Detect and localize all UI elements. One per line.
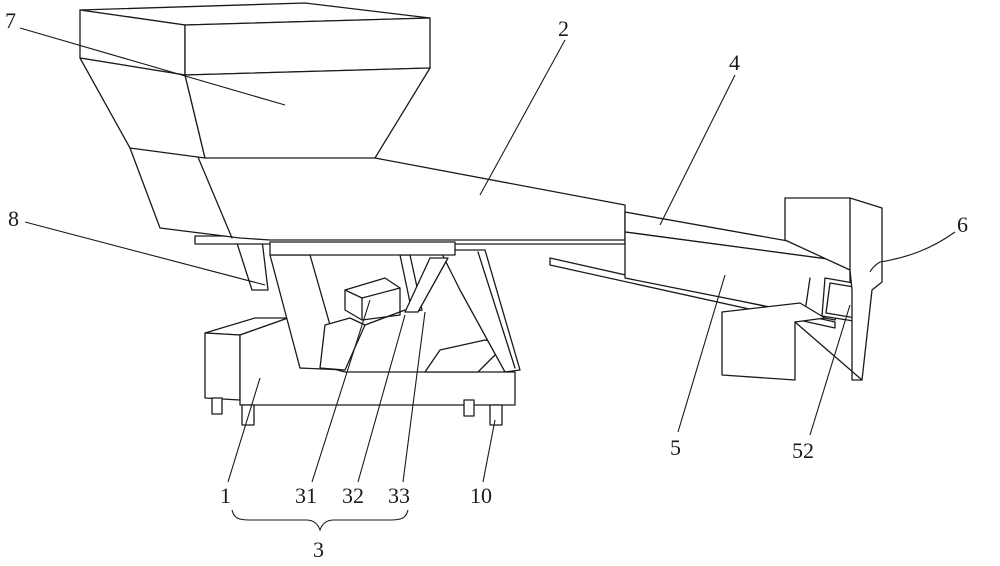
spring-link (404, 257, 449, 313)
label-52: 52 (792, 438, 814, 463)
motor-edge-2 (361, 287, 401, 299)
base-left-block-front (204, 332, 241, 401)
collector-lower-edge (794, 321, 863, 381)
leader-4 (659, 74, 736, 226)
leader-10 (482, 419, 496, 483)
label-4: 4 (729, 50, 740, 75)
leader-5 (677, 274, 726, 433)
support-right-frame (439, 249, 521, 373)
leader-2 (479, 39, 566, 196)
leader-8 (24, 221, 266, 286)
label-5: 5 (670, 435, 681, 460)
hopper-front-right (184, 17, 431, 76)
leader-31 (311, 299, 371, 483)
eccentric-block (319, 317, 366, 371)
foot-3 (463, 399, 475, 417)
leader-1 (227, 377, 261, 483)
label-31: 31 (295, 483, 317, 508)
label-1: 1 (220, 483, 231, 508)
trough-edge (194, 149, 233, 239)
label-7: 7 (5, 8, 16, 33)
leader-7 (19, 27, 286, 106)
group-brace-3 (231, 509, 409, 532)
feed-hopper (79, 2, 431, 159)
part-labels: 7 2 4 6 8 5 52 1 31 32 33 10 3 (5, 8, 968, 562)
vibrating-trough (129, 147, 626, 256)
trough-body (129, 147, 626, 241)
label-10: 10 (470, 483, 492, 508)
collector-box (721, 197, 883, 381)
label-8: 8 (8, 206, 19, 231)
foot-1 (211, 397, 223, 415)
support-left-leg (235, 239, 269, 291)
label-3: 3 (313, 537, 324, 562)
vibration-assembly (235, 239, 521, 373)
foot-4 (489, 404, 503, 426)
trough-base-rail (269, 241, 456, 256)
collector-lower-block (721, 302, 826, 381)
leader-lines (19, 27, 956, 532)
foot-2 (241, 404, 255, 426)
leader-33 (402, 311, 426, 483)
leader-52 (809, 304, 851, 436)
leader-6 (869, 231, 956, 273)
hopper-taper-right (184, 67, 431, 159)
support-right-edge (477, 251, 516, 369)
drive-rod (364, 309, 406, 326)
label-2: 2 (558, 16, 569, 41)
leader-32 (357, 314, 406, 483)
label-6: 6 (957, 212, 968, 237)
label-32: 32 (342, 483, 364, 508)
motor-edge-1 (344, 289, 363, 299)
motor-block (344, 277, 401, 321)
label-33: 33 (388, 483, 410, 508)
